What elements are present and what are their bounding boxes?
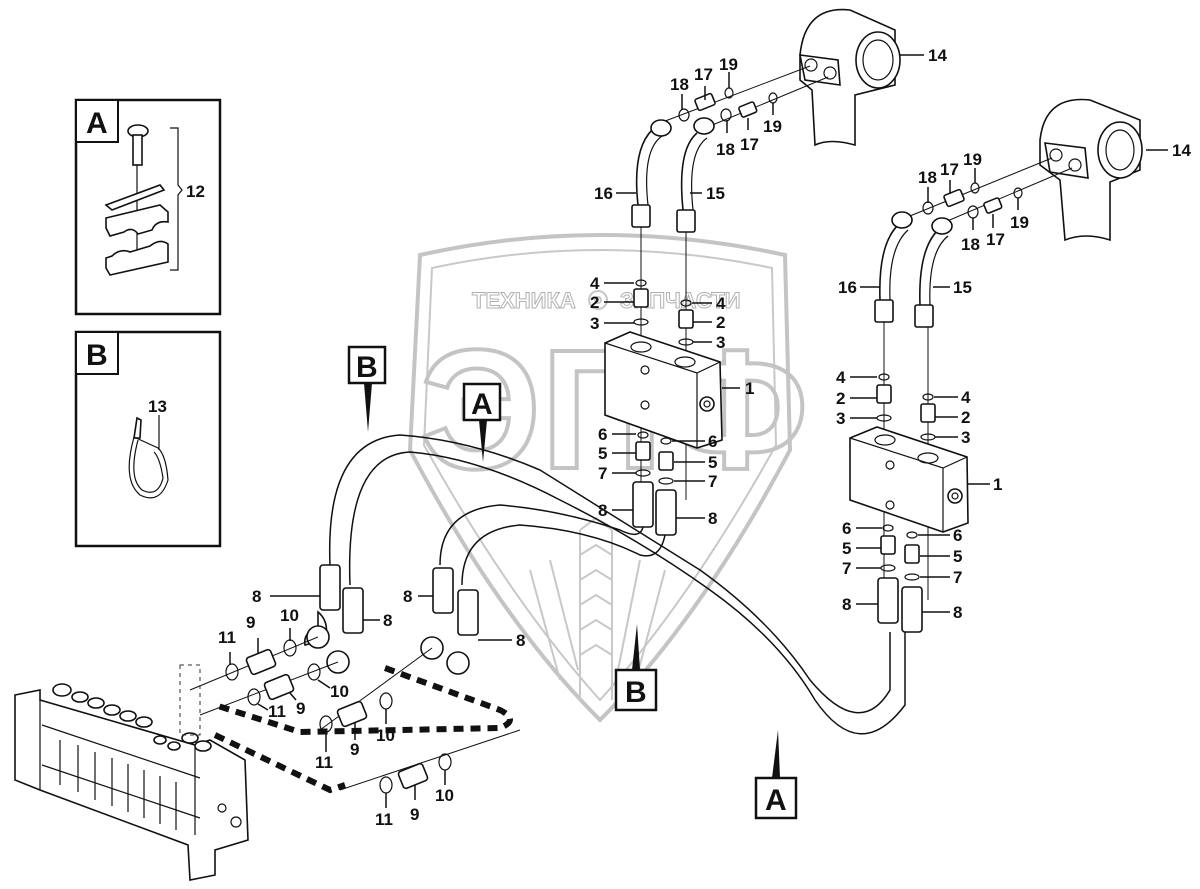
- callout-17-top-right-a: 17: [940, 160, 959, 179]
- callout-15-top-right: 15: [953, 278, 972, 297]
- callout-5-right-a: 5: [842, 539, 851, 558]
- hose-routing: [303, 434, 906, 735]
- callout-1-right: 1: [993, 475, 1002, 494]
- callout-5-right-b: 5: [953, 547, 962, 566]
- callout-3-right-a: 3: [836, 409, 845, 428]
- callout-8-hose-d: 8: [516, 631, 525, 650]
- section-marker-a-upper[interactable]: A: [462, 382, 502, 462]
- callout-6-left-b: 6: [708, 432, 717, 451]
- section-marker-b-lower[interactable]: B: [614, 624, 658, 712]
- section-marker-b-upper[interactable]: B: [347, 345, 387, 432]
- callout-7-left-a: 7: [598, 464, 607, 483]
- valve-block-right: 1 4 2 3 4 2 3 6 5 7 8 6: [836, 322, 1002, 633]
- callout-17-top-left-a: 17: [694, 65, 713, 84]
- callout-8-hose-b: 8: [383, 611, 392, 630]
- housing-top-left: 14: [798, 8, 947, 147]
- callout-7-left-b: 7: [708, 472, 717, 491]
- callout-3-left-a: 3: [590, 314, 599, 333]
- callout-10-row2: 10: [330, 682, 349, 701]
- inset-a-label: A: [86, 107, 108, 140]
- callout-8-left-a: 8: [598, 501, 607, 520]
- section-marker-b-lower-label: B: [625, 676, 647, 709]
- callout-1-left: 1: [745, 379, 754, 398]
- callout-8-right-b: 8: [953, 603, 962, 622]
- callout-6-left-a: 6: [598, 425, 607, 444]
- callout-18-top-right-b: 18: [961, 235, 980, 254]
- callout-18-top-left-b: 18: [716, 140, 735, 159]
- callout-18-top-left-a: 18: [670, 75, 689, 94]
- callout-4-left-a: 4: [590, 274, 600, 293]
- gear-icon: [588, 290, 608, 310]
- section-marker-a-lower-label: A: [765, 784, 787, 817]
- callout-19-top-right-a: 19: [963, 150, 982, 169]
- clamp-upper-half-icon: [105, 204, 169, 237]
- callout-17-top-right-b: 17: [986, 230, 1005, 249]
- callout-8-hose-c: 8: [403, 587, 412, 606]
- callout-18-top-right-a: 18: [918, 168, 937, 187]
- section-marker-a-upper-label: A: [471, 388, 493, 421]
- callout-6-right-a: 6: [842, 519, 851, 538]
- clamp-lower-half-icon: [105, 240, 169, 276]
- callout-6-right-b: 6: [953, 526, 962, 545]
- callout-8-left-b: 8: [708, 509, 717, 528]
- callout-8-hose-a: 8: [252, 587, 261, 606]
- callout-3-left-b: 3: [716, 333, 725, 352]
- callout-19-top-left-a: 19: [719, 55, 738, 74]
- callout-9-row3: 9: [350, 740, 359, 759]
- callout-10-row4: 10: [435, 786, 454, 805]
- callout-8-right-a: 8: [842, 595, 851, 614]
- callout-4-right-b: 4: [961, 388, 971, 407]
- wheat-emblem: [529, 516, 666, 700]
- callout-15-top-left: 15: [706, 184, 725, 203]
- callout-19-top-right-b: 19: [1010, 213, 1029, 232]
- callout-2-right-b: 2: [961, 408, 970, 427]
- tube-group-top-left: 16 15 18 17 19 18 17 19: [594, 55, 829, 233]
- housing-top-right: 14: [1039, 98, 1191, 242]
- watermark: ТЕХНИКА ЗАПЧАСТИ ЭПФ: [407, 233, 810, 723]
- section-marker-a-lower[interactable]: A: [754, 730, 798, 820]
- callout-14-top-left: 14: [928, 46, 947, 65]
- dashed-hoses: [213, 665, 513, 794]
- tube-group-top-right: 16 15 18 17 19 18 17 19: [838, 150, 1073, 328]
- callout-5-left-a: 5: [598, 444, 607, 463]
- callout-14-top-right: 14: [1172, 141, 1191, 160]
- section-marker-b-upper-label: B: [356, 351, 378, 384]
- lower-fittings: 11 9 10 11 9 10 11 9 10 11 9 10: [189, 587, 525, 829]
- watermark-left-word: ТЕХНИКА: [472, 288, 576, 313]
- callout-10-row1: 10: [280, 606, 299, 625]
- callout-7-right-a: 7: [842, 559, 851, 578]
- callout-2-left-a: 2: [590, 293, 599, 312]
- valve-block-left: 1 4 2 3 4 2 3 6 5 7 8: [590, 227, 754, 536]
- callout-5-left-b: 5: [708, 453, 717, 472]
- callout-11-row2: 11: [268, 702, 286, 721]
- clamp-plate-icon: [104, 184, 166, 211]
- callout-9-row2: 9: [296, 699, 305, 718]
- callout-4-right-a: 4: [836, 368, 846, 387]
- callout-13: 13: [148, 397, 167, 416]
- inset-b: B 13: [74, 330, 222, 548]
- fitting-17-icon: [694, 92, 758, 118]
- callout-19-top-left-b: 19: [763, 117, 782, 136]
- callout-4-left-b: 4: [716, 294, 726, 313]
- callout-9-row1: 9: [246, 613, 255, 632]
- callout-3-right-b: 3: [961, 428, 970, 447]
- inset-b-label: B: [86, 339, 108, 372]
- callout-11-row4: 11: [375, 810, 393, 829]
- callout-11-row3: 11: [315, 753, 333, 772]
- clamp-bolt-icon: [127, 124, 149, 250]
- callout-10-row3: 10: [376, 726, 395, 745]
- callout-12: 12: [186, 182, 205, 201]
- callout-16-top-right: 16: [838, 278, 857, 297]
- inset-a: A 12: [74, 98, 222, 316]
- callout-16-top-left: 16: [594, 184, 613, 203]
- callout-2-left-b: 2: [716, 313, 725, 332]
- callout-9-row4: 9: [410, 805, 419, 824]
- cable-tie-icon: [128, 415, 169, 499]
- callout-7-right-b: 7: [953, 568, 962, 587]
- callout-11-row1: 11: [218, 628, 236, 647]
- callout-17-top-left-b: 17: [740, 135, 759, 154]
- callout-2-right-a: 2: [836, 389, 845, 408]
- control-valve-bank: [14, 664, 249, 881]
